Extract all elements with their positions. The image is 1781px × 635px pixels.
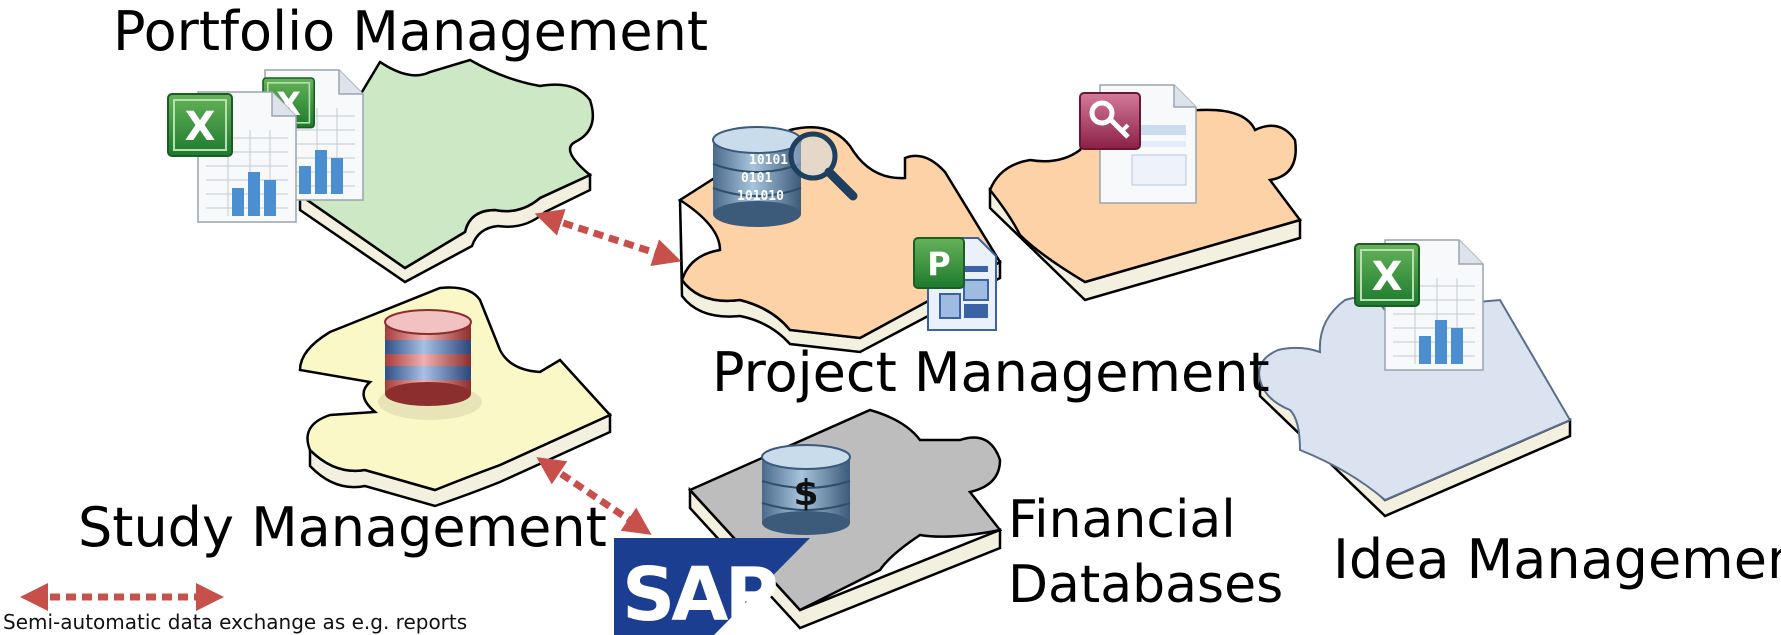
- excel-document-icon-front: [167, 91, 297, 223]
- binary-line-2: 0101: [741, 171, 772, 186]
- portfolio-management-label: Portfolio Management: [113, 0, 709, 63]
- idea-management-label: Idea Management: [1333, 528, 1781, 591]
- access-database-icon: [1079, 84, 1197, 204]
- financial-label-line2: Databases: [1008, 555, 1284, 615]
- exchange-arrow-study-sap: [536, 457, 652, 535]
- financial-databases-label: Financial Databases: [1008, 488, 1283, 618]
- binary-line-3: 101010: [737, 189, 784, 204]
- project-file-letter: P: [927, 245, 950, 283]
- sap-logo: SAP: [614, 538, 810, 635]
- database-search-icon: 10101 0101 101010: [712, 126, 858, 227]
- binary-line-1: 10101: [749, 153, 788, 168]
- sap-logo-text: SAP: [622, 552, 777, 635]
- financial-label-line1: Financial: [1008, 490, 1236, 550]
- study-management-label: Study Management: [78, 496, 607, 559]
- legend-text: Semi-automatic data exchange as e.g. rep…: [3, 610, 468, 634]
- ms-project-document-icon: P: [913, 237, 997, 331]
- exchange-arrow-portfolio-project: [534, 209, 682, 266]
- database-cylinder-icon: [378, 309, 482, 420]
- portfolio-puzzle-piece: [298, 58, 595, 284]
- currency-symbol: $: [793, 473, 818, 514]
- project-management-label: Project Management: [712, 341, 1270, 404]
- money-database-icon: $: [761, 444, 851, 535]
- idea-puzzle-piece: [1258, 296, 1572, 518]
